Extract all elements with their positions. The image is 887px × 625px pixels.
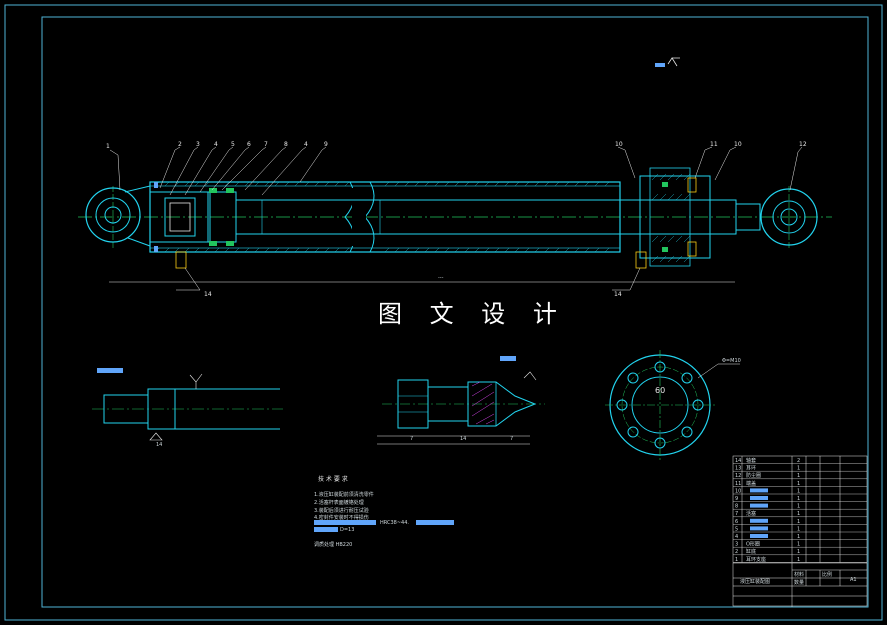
tech-req-line-5: HRC38~44. (380, 520, 409, 526)
callout-14-right: 14 (614, 291, 622, 298)
bom-row-qty: 1 (797, 488, 800, 494)
bom-row-qty: 1 (797, 473, 800, 479)
title-block-scale: 比例 (822, 571, 832, 578)
bom-row-no: 7 (735, 511, 738, 517)
callout-10b: 10 (734, 141, 742, 148)
piston-dim-b: 14 (460, 436, 466, 442)
bom-row-qty: 1 (797, 481, 800, 487)
technical-requirements: 技 术 要 求 1.液压缸装配前须清洗零件 2.活塞杆表面镀铬处理 3.装配后须… (314, 475, 454, 548)
bom-row-no: 8 (735, 504, 738, 510)
callout-7: 7 (264, 141, 268, 148)
callout-5: 5 (231, 141, 235, 148)
bom-row-name: 轴套 (746, 457, 756, 464)
bom-row-no: 11 (735, 481, 741, 487)
callout-6: 6 (247, 141, 251, 148)
bom-row-no: 10 (735, 488, 741, 494)
callout-8: 8 (284, 141, 288, 148)
bom-row-no: 12 (735, 473, 741, 479)
bom-row-name: 耳环 (746, 466, 756, 472)
bom-row-no: 13 (735, 466, 741, 472)
tech-req-line-6: D=13 (340, 527, 354, 533)
bom-row-no: 3 (735, 542, 738, 548)
bom-row-qty: 1 (797, 557, 800, 563)
title-block-sheet: A1 (850, 577, 857, 583)
callout-14-left: 14 (204, 291, 212, 298)
bom-row-qty: 1 (797, 519, 800, 525)
bom-row-qty: 1 (797, 466, 800, 472)
bom-row-qty: 1 (797, 504, 800, 510)
callout-10: 10 (615, 141, 623, 148)
rod-end-dim: 14 (156, 442, 162, 448)
tech-req-line-4: 4.密封件安装时不得损伤 (314, 514, 369, 521)
piston-detail: 7 14 7 (377, 356, 545, 445)
bom-row-qty: 1 (797, 542, 800, 548)
bom-row-name: 端盖 (746, 480, 756, 487)
bom-row-name-redacted (750, 488, 768, 493)
bom-row-qty: 2 (797, 458, 800, 464)
bom-row-name: 防尘圈 (746, 472, 761, 479)
callout-1: 1 (106, 143, 110, 150)
bom-row-name-redacted (750, 526, 768, 531)
bom-row-name-redacted (750, 503, 768, 508)
callout-4: 4 (214, 141, 218, 148)
bom-row-name: 缸底 (746, 548, 756, 555)
part-callouts: 1 2 3 4 5 6 7 8 4 9 10 11 10 12 14 14 (106, 141, 807, 298)
callout-9: 9 (324, 141, 328, 148)
title-block-material: 材料 (794, 571, 804, 578)
callout-11: 11 (710, 141, 718, 148)
bom-row-no: 2 (735, 549, 738, 555)
tech-req-line-2: 2.活塞杆表面镀铬处理 (314, 499, 364, 506)
inner-frame (41, 16, 869, 608)
piston-dim-c: 7 (510, 436, 513, 442)
flange-detail: Φ=M10 60 (605, 350, 741, 460)
callout-3: 3 (196, 141, 200, 148)
bom-row-qty: 1 (797, 534, 800, 540)
flange-label: Φ=M10 (722, 358, 741, 364)
bom-row-qty: 1 (797, 496, 800, 502)
bom-row-qty: 1 (797, 549, 800, 555)
callout-2: 2 (178, 141, 182, 148)
bom-row-name-redacted (750, 496, 768, 500)
bom-row-no: 5 (735, 526, 738, 532)
bom-row-name-redacted (750, 518, 768, 523)
tech-req-line-7: 调质处理 HB220 (314, 541, 352, 548)
title-block: 液压缸装配图 材料 数量 比例 A1 (732, 562, 868, 607)
bom-row-no: 6 (735, 519, 738, 525)
svg-text:---: --- (438, 275, 444, 281)
tech-req-line-3: 3.装配后须进行耐压试验 (314, 507, 369, 514)
bom-row-no: 9 (735, 496, 738, 502)
bom-row-qty: 1 (797, 511, 800, 517)
bom-row-name: 活塞 (746, 510, 756, 517)
bom-row-name: O形圈 (746, 541, 760, 548)
tech-req-title: 技 术 要 求 (318, 475, 348, 483)
bom-row-no: 14 (735, 458, 741, 464)
center-title: 图 文 设 计 (378, 300, 567, 328)
bom-row-name: 耳环支座 (746, 556, 766, 563)
title-block-qty: 数量 (794, 579, 804, 586)
cylinder-assembly-view: --- (78, 146, 832, 291)
roughness-symbol-global (655, 57, 680, 67)
rod-end-detail: 14 (92, 368, 283, 448)
bom-row-no: 1 (735, 557, 738, 563)
callout-4b: 4 (304, 141, 308, 148)
tech-req-line-1: 1.液压缸装配前须清洗零件 (314, 491, 374, 498)
outer-frame (4, 4, 883, 621)
bom-row-no: 4 (735, 534, 738, 540)
callout-12: 12 (799, 141, 807, 148)
bom-row-qty: 1 (797, 526, 800, 532)
bom-row-name-redacted (750, 534, 768, 538)
piston-dim-a: 7 (410, 436, 413, 442)
flange-dim: 60 (655, 386, 665, 395)
title-block-drawing-name: 液压缸装配图 (740, 578, 770, 585)
